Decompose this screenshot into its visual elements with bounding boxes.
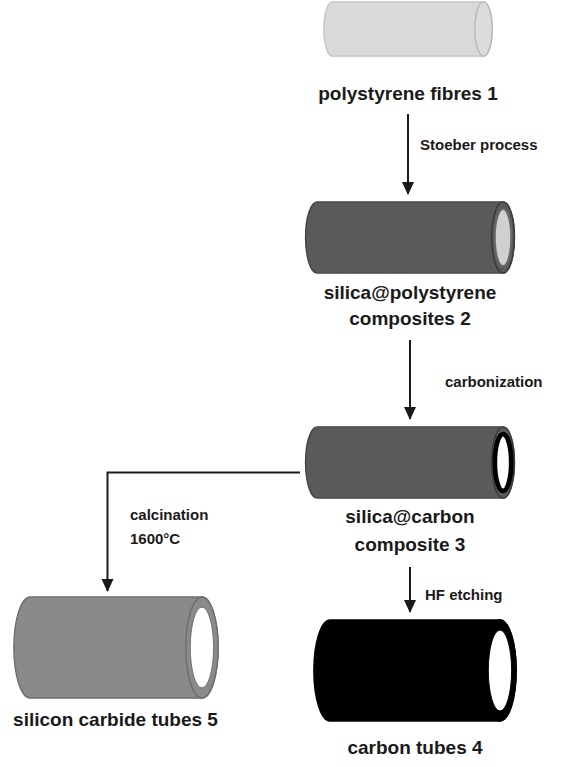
node-label: silicon carbide tubes 5	[8, 706, 223, 734]
tube-end	[484, 620, 516, 721]
tube-core	[495, 209, 511, 266]
tube-end	[475, 2, 492, 56]
tube-core	[495, 434, 511, 491]
process-arrow	[407, 114, 409, 194]
tube-body	[306, 427, 515, 498]
tube-body	[13, 597, 217, 698]
tube-shape	[318, 0, 498, 58]
tube-end	[492, 427, 515, 498]
tube-shape	[10, 595, 222, 700]
step-label: HF etching	[425, 583, 565, 607]
node-label: silica@carbon composite 3	[300, 503, 520, 559]
tube-node: carbon tubes 4	[310, 618, 520, 761]
tube-shape	[310, 618, 520, 723]
tube-body	[306, 202, 515, 273]
tube-shape	[300, 425, 520, 500]
tube-node: polystyrene fibres 1	[278, 0, 538, 106]
tube-body	[324, 2, 492, 56]
step-label: calcination 1600°C	[130, 503, 235, 551]
tube-end	[185, 597, 217, 698]
step-label: carbonization	[445, 370, 585, 394]
tube-node: silicon carbide tubes 5	[8, 595, 223, 734]
tube-shape	[300, 200, 520, 275]
tube-node: silica@carbon composite 3	[300, 425, 520, 559]
tube-core	[488, 630, 511, 711]
node-label: silica@polystyrene composites 2	[300, 280, 520, 332]
tube-body	[314, 620, 516, 721]
step-label: Stoeber process	[420, 133, 580, 157]
process-arrow	[108, 473, 301, 592]
tube-core	[190, 607, 213, 688]
process-arrow	[409, 340, 411, 419]
tube-end	[492, 202, 515, 273]
process-arrow	[409, 567, 411, 612]
node-label: polystyrene fibres 1	[278, 82, 538, 106]
node-label: carbon tubes 4	[310, 735, 520, 761]
tube-node: silica@polystyrene composites 2	[300, 200, 520, 332]
